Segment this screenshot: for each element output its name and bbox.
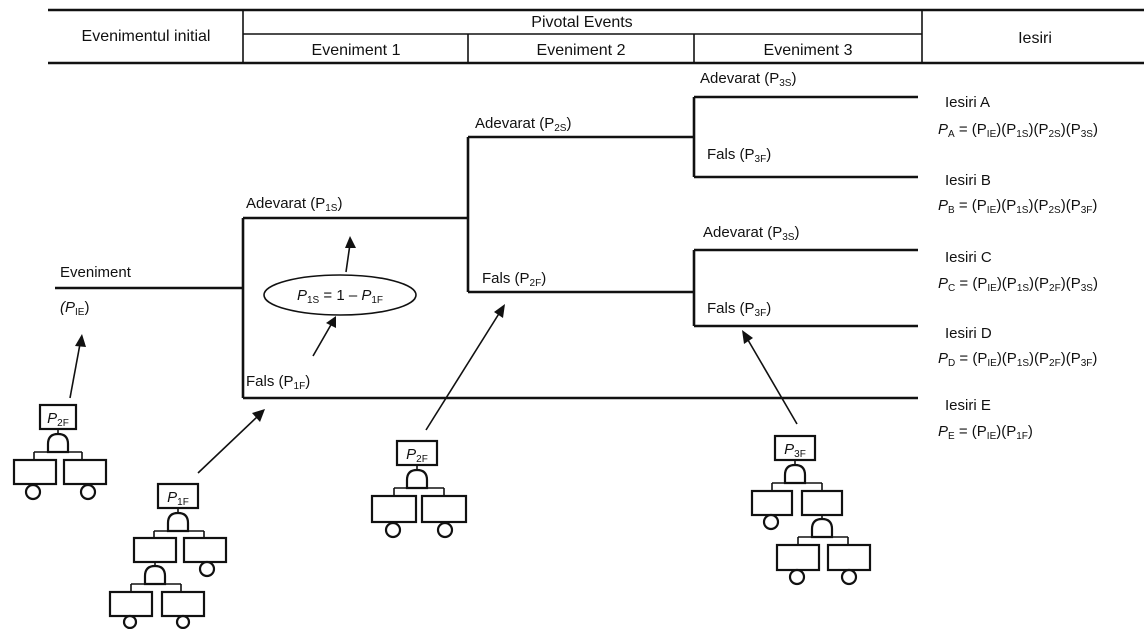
header-event-3: Eveniment 3 bbox=[764, 42, 853, 59]
outcome-e: Iesiri E PE = (PIE)(P1F) bbox=[938, 397, 1033, 442]
event3-true-label-upper: Adevarat (P3S) bbox=[700, 70, 796, 89]
outcome-d-name: Iesiri D bbox=[945, 325, 992, 342]
fault-tree-initiating: P2F bbox=[12, 334, 108, 501]
initiating-event-label: Eveniment bbox=[60, 264, 132, 281]
outcome-c-formula: PC = (PIE)(P1S)(P2F)(P3S) bbox=[938, 275, 1098, 294]
outcome-a-formula: PA = (PIE)(P1S)(P2S)(P3S) bbox=[938, 121, 1098, 140]
outcome-a-name: Iesiri A bbox=[945, 94, 990, 111]
outcome-b-name: Iesiri B bbox=[945, 172, 991, 189]
relation-text: P1S = 1 – P1F bbox=[297, 287, 383, 306]
header-outcomes: Iesiri bbox=[1018, 30, 1052, 47]
event1-false-label: Fals (P1F) bbox=[246, 373, 310, 392]
outcome-a: Iesiri A PA = (PIE)(P1S)(P2S)(P3S) bbox=[938, 94, 1098, 140]
fault-tree-event-1: P1F bbox=[108, 409, 265, 629]
outcome-c: Iesiri C PC = (PIE)(P1S)(P2F)(P3S) bbox=[938, 249, 1098, 294]
header-pivotal-events: Pivotal Events bbox=[531, 14, 632, 31]
fault-tree-3-top: P2F bbox=[406, 446, 428, 465]
header-event-2: Eveniment 2 bbox=[537, 42, 626, 59]
event-tree-branches bbox=[55, 95, 918, 400]
fault-tree-event-2: P2F bbox=[370, 304, 505, 539]
event1-true-label: Adevarat (P1S) bbox=[246, 195, 342, 214]
event3-true-label-lower: Adevarat (P3S) bbox=[703, 224, 799, 243]
header-initial-event: Evenimentul initial bbox=[82, 28, 211, 45]
event2-true-label: Adevarat (P2S) bbox=[475, 115, 571, 134]
outcome-b: Iesiri B PB = (PIE)(P1S)(P2S)(P3F) bbox=[938, 172, 1097, 216]
branch-labels: Eveniment (PIE) Adevarat (P1S) Fals (P1F… bbox=[60, 70, 799, 392]
header-table: Evenimentul initial Pivotal Events Eveni… bbox=[48, 8, 1144, 65]
event2-false-label: Fals (P2F) bbox=[482, 270, 546, 289]
outcome-c-name: Iesiri C bbox=[945, 249, 992, 266]
outcome-d-formula: PD = (PIE)(P1S)(P2F)(P3F) bbox=[938, 350, 1097, 369]
header-event-1: Eveniment 1 bbox=[312, 42, 401, 59]
event3-false-label-upper: Fals (P3F) bbox=[707, 146, 771, 165]
fault-tree-1-top: P2F bbox=[47, 410, 69, 429]
fault-tree-2-top: P1F bbox=[167, 489, 189, 508]
outcome-e-name: Iesiri E bbox=[945, 397, 991, 414]
outcome-d: Iesiri D PD = (PIE)(P1S)(P2F)(P3F) bbox=[938, 325, 1097, 369]
outcomes: Iesiri A PA = (PIE)(P1S)(P2S)(P3S) Iesir… bbox=[938, 94, 1098, 442]
event3-false-label-lower: Fals (P3F) bbox=[707, 300, 771, 319]
fault-tree-event-3: P3F bbox=[742, 330, 872, 586]
outcome-e-formula: PE = (PIE)(P1F) bbox=[938, 423, 1033, 442]
outcome-b-formula: PB = (PIE)(P1S)(P2S)(P3F) bbox=[938, 197, 1097, 216]
fault-tree-4-top: P3F bbox=[784, 441, 806, 460]
probability-relation: P1S = 1 – P1F bbox=[263, 236, 417, 357]
initiating-event-probability: (PIE) bbox=[60, 299, 89, 318]
